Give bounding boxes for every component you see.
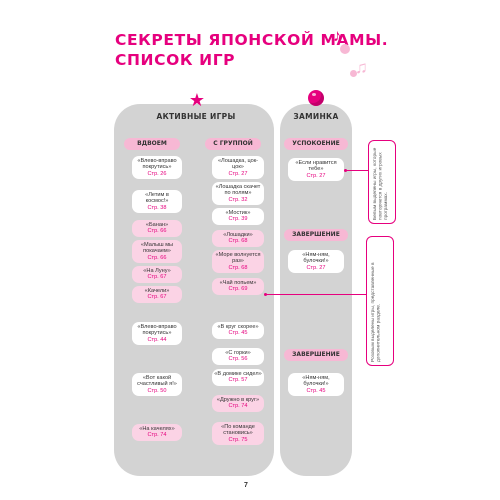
game-card: «Влево-вправо покрутись» Стр. 44 (132, 322, 182, 346)
game-name: «Ням-ням, булочки!» (302, 252, 330, 265)
page-title-line1: СЕКРЕТЫ ЯПОНСКОЙ МАМЫ. (115, 31, 389, 49)
connector-line (345, 170, 368, 171)
connector-dot (264, 292, 267, 296)
game-card: «Лошадка, цок-цок» Стр. 27 (212, 156, 264, 180)
game-name: «Летим в космос!» (145, 192, 169, 205)
decor-dot-icon (350, 70, 357, 77)
game-card: «Качели» Стр. 67 (132, 286, 182, 303)
game-page: Стр. 45 (228, 330, 248, 337)
game-page: Стр. 27 (306, 172, 326, 179)
game-name: «На качелях» (139, 426, 175, 432)
game-name: «Если нравится тебе» (295, 160, 337, 173)
game-name: «Море волнуется раз» (215, 252, 261, 265)
game-page: Стр. 27 (306, 264, 326, 271)
game-page: Стр. 56 (228, 356, 248, 363)
game-card: «Ням-ням, булочки!» Стр. 27 (288, 250, 344, 274)
game-card: «Вот какой счастливый я!» Стр. 50 (132, 373, 182, 397)
game-card: «Летим в космос!» Стр. 38 (132, 190, 182, 214)
game-card: «Ням-ням, булочки!» Стр. 45 (288, 373, 344, 397)
game-page: Стр. 38 (147, 204, 167, 211)
game-name: «На Луну» (143, 268, 171, 274)
game-page: Стр. 27 (228, 170, 248, 177)
game-page: Стр. 57 (228, 377, 248, 384)
game-card: «На качелях» Стр. 74 (132, 424, 182, 441)
game-page: Стр. 50 (147, 387, 167, 394)
game-card: «По команде становись» Стр. 75 (212, 422, 264, 446)
game-page: Стр. 67 (147, 294, 167, 301)
connector-line (266, 294, 366, 295)
game-page: Стр. 66 (147, 254, 167, 261)
game-name: «Ням-ням, булочки!» (302, 375, 330, 388)
game-name: «Банан» (145, 222, 169, 228)
game-card: «Малыш мы покачаем» Стр. 66 (132, 240, 182, 264)
music-note-icon: ♪ (333, 26, 342, 45)
game-card: «Дружно в круг» Стр. 74 (212, 395, 264, 412)
pill-vdvoem: ВДВОЕМ (124, 138, 180, 150)
game-card: «Мостик» Стр. 39 (212, 208, 264, 225)
game-card: «Лошадки» Стр. 68 (212, 230, 264, 247)
game-name: «Лошадка скачет по полям» (215, 184, 261, 197)
game-name: «Лошадки» (223, 232, 253, 238)
game-card: «В круг скорее» Стр. 45 (212, 322, 264, 339)
game-page: Стр. 45 (306, 387, 326, 394)
decor-dot-icon (340, 44, 350, 54)
active-games-title: АКТИВНЫЕ ИГРЫ (156, 112, 236, 121)
game-page: Стр. 66 (147, 228, 167, 235)
game-card: «Чай попьем» Стр. 69 (212, 278, 264, 295)
game-page: Стр. 67 (147, 274, 167, 281)
game-card: «Влево-вправо покрутись» Стр. 26 (132, 156, 182, 180)
game-name: «Качели» (144, 288, 170, 294)
game-name: «Лошадка, цок-цок» (217, 158, 259, 171)
pill-uspokoenie: УСПОКОЕНИЕ (284, 138, 348, 150)
game-name: «Малыш мы покачаем» (140, 242, 174, 255)
game-page: Стр. 32 (228, 196, 248, 203)
game-name: «Влево-вправо покрутись» (137, 324, 177, 337)
game-name: «Вот какой счастливый я!» (137, 375, 177, 388)
connector-dot (344, 168, 347, 172)
game-page: Стр. 68 (228, 264, 248, 271)
game-page: Стр. 68 (228, 238, 248, 245)
game-card: «Если нравится тебе» Стр. 27 (288, 158, 344, 182)
pill-zavershenie-1: ЗАВЕРШЕНИЕ (284, 229, 348, 241)
game-page: Стр. 74 (228, 403, 248, 410)
game-card: «Банан» Стр. 66 (132, 220, 182, 237)
game-page: Стр. 44 (147, 336, 167, 343)
game-page: Стр. 75 (228, 436, 248, 443)
game-card: «Море волнуется раз» Стр. 68 (212, 250, 264, 274)
game-name: «По команде становись» (221, 424, 255, 437)
game-name: «Мостик» (225, 210, 251, 216)
star-icon: ★ (188, 90, 206, 110)
game-name: «С горки» (225, 350, 251, 356)
game-name: «В круг скорее» (217, 324, 259, 330)
game-name: «В домике сидел» (214, 371, 262, 377)
music-notes-icon: ♫ (355, 58, 368, 77)
game-card: «С горки» Стр. 56 (212, 348, 264, 365)
game-card: «Лошадка скачет по полям» Стр. 32 (212, 182, 264, 206)
pill-s-gruppoy: С ГРУППОЙ (205, 138, 261, 150)
game-name: «Чай попьем» (219, 280, 257, 286)
page-number: 7 (244, 482, 248, 489)
game-page: Стр. 39 (228, 216, 248, 223)
pill-zavershenie-2: ЗАВЕРШЕНИЕ (284, 349, 348, 361)
warmup-title: ЗАМИНКА (293, 112, 339, 121)
game-page: Стр. 26 (147, 170, 167, 177)
game-card: «На Луну» Стр. 67 (132, 266, 182, 283)
note-white: Белым выделены игры, которые повторяются… (368, 140, 396, 224)
game-card: «В домике сидел» Стр. 57 (212, 369, 264, 386)
game-page: Стр. 74 (147, 432, 167, 439)
ball-icon (308, 90, 324, 106)
game-name: «Дружно в круг» (216, 397, 260, 403)
game-page: Стр. 69 (228, 286, 248, 293)
note-pink: Розовым выделены игры, представленные в … (366, 236, 394, 366)
page-title-line2: СПИСОК ИГР (115, 51, 236, 69)
page-title: СЕКРЕТЫ ЯПОНСКОЙ МАМЫ. СПИСОК ИГР (115, 30, 388, 70)
game-name: «Влево-вправо покрутись» (137, 158, 177, 171)
